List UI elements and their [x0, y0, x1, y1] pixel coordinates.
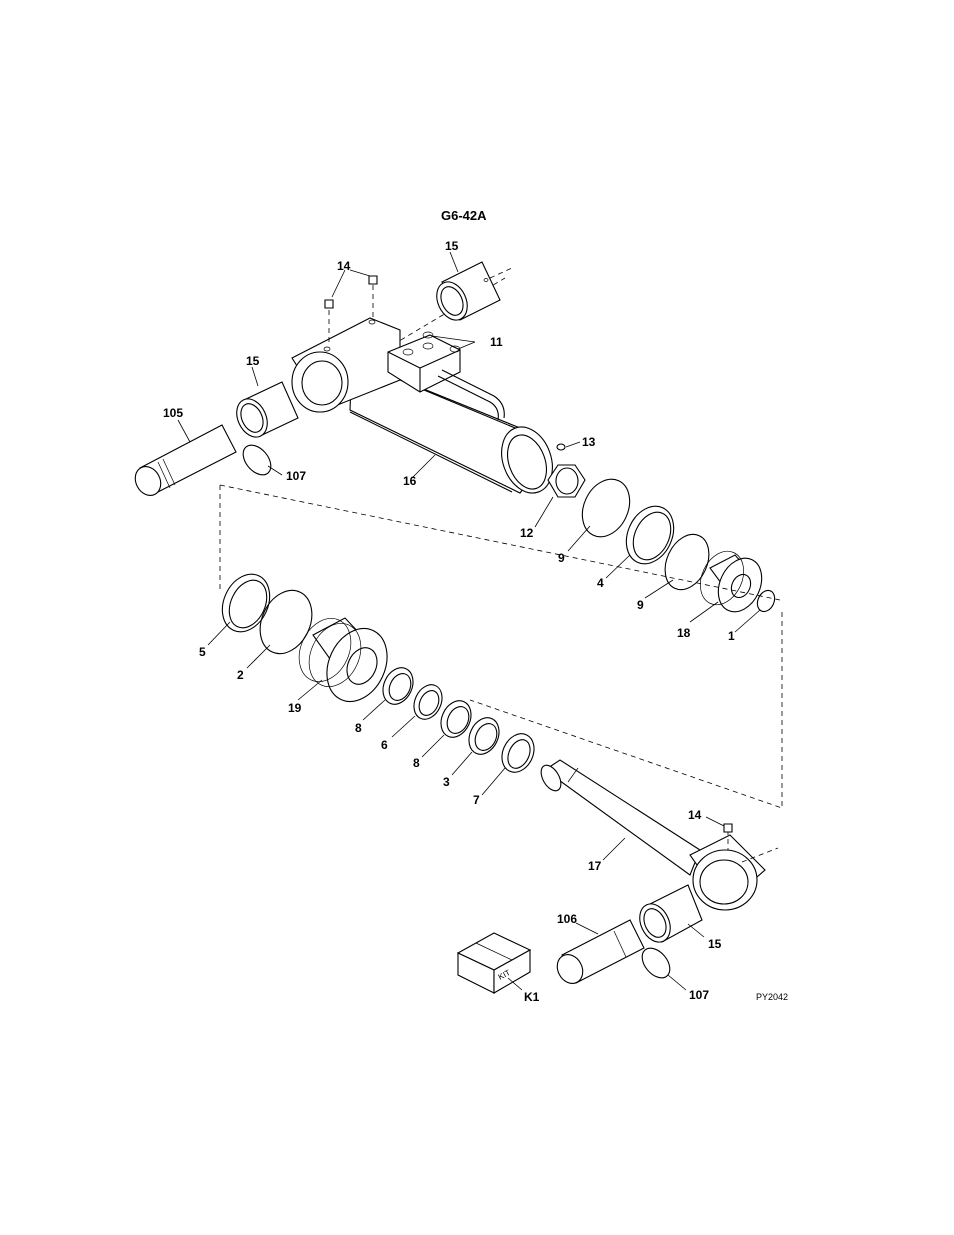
assembly-path-right — [469, 612, 783, 809]
snap-ring-107-top — [242, 444, 272, 476]
callout-8-a: 8 — [355, 721, 362, 735]
o-ring-1 — [756, 589, 776, 613]
rod-17 — [540, 759, 779, 911]
seal-5 — [221, 573, 271, 633]
callout-9-b: 9 — [637, 598, 644, 612]
callout-13: 13 — [582, 435, 596, 449]
snap-ring-107-bottom — [641, 947, 671, 979]
bushing-top-right — [436, 261, 513, 321]
callout-labels: 15 14 11 15 105 107 16 13 12 9 4 9 18 1 … — [163, 239, 735, 1004]
callout-107-bottom: 107 — [689, 988, 709, 1002]
bushing-left — [236, 381, 299, 438]
backup-ring-9-a — [581, 478, 631, 538]
callout-106: 106 — [557, 912, 577, 926]
drawing-code: PY2042 — [756, 992, 788, 1002]
callout-18: 18 — [677, 626, 691, 640]
callout-16: 16 — [403, 474, 417, 488]
pin-105 — [134, 424, 237, 496]
callout-9-a: 9 — [558, 551, 565, 565]
callout-6: 6 — [381, 738, 388, 752]
callout-11: 11 — [490, 335, 503, 349]
barrel-assembly — [291, 275, 566, 494]
bushing-bottom — [639, 884, 703, 943]
callout-17: 17 — [588, 859, 602, 873]
callout-19: 19 — [288, 701, 302, 715]
callout-15-left: 15 — [246, 354, 260, 368]
seal-4 — [625, 505, 675, 565]
nut-12 — [547, 464, 586, 498]
callout-105: 105 — [163, 406, 183, 420]
seal-6 — [413, 684, 443, 720]
callout-1: 1 — [728, 629, 735, 643]
backup-ring-9-b — [664, 533, 710, 591]
callout-5: 5 — [199, 645, 206, 659]
callout-15-top: 15 — [445, 239, 459, 253]
callout-K1: K1 — [524, 990, 540, 1004]
callout-3: 3 — [443, 775, 450, 789]
wear-ring-8-b — [440, 700, 472, 738]
callout-8-b: 8 — [413, 756, 420, 770]
figure-title: G6-42A — [441, 208, 487, 223]
callout-12: 12 — [520, 526, 534, 540]
wiper-7 — [501, 733, 535, 773]
pin-106 — [556, 919, 645, 984]
callout-15-bottom: 15 — [708, 937, 722, 951]
callout-14-bottom: 14 — [688, 808, 702, 822]
callout-7: 7 — [473, 793, 480, 807]
wear-ring-8-a — [382, 667, 414, 705]
callout-2: 2 — [237, 668, 244, 682]
piston-18 — [700, 550, 763, 613]
callout-4: 4 — [597, 576, 604, 590]
callout-14-top: 14 — [337, 259, 351, 273]
leader-lines — [177, 251, 761, 991]
rod-seal-3 — [468, 717, 500, 755]
kit-box-icon: KIT — [456, 932, 532, 994]
callout-107-top: 107 — [286, 469, 306, 483]
gland-19 — [298, 617, 388, 702]
